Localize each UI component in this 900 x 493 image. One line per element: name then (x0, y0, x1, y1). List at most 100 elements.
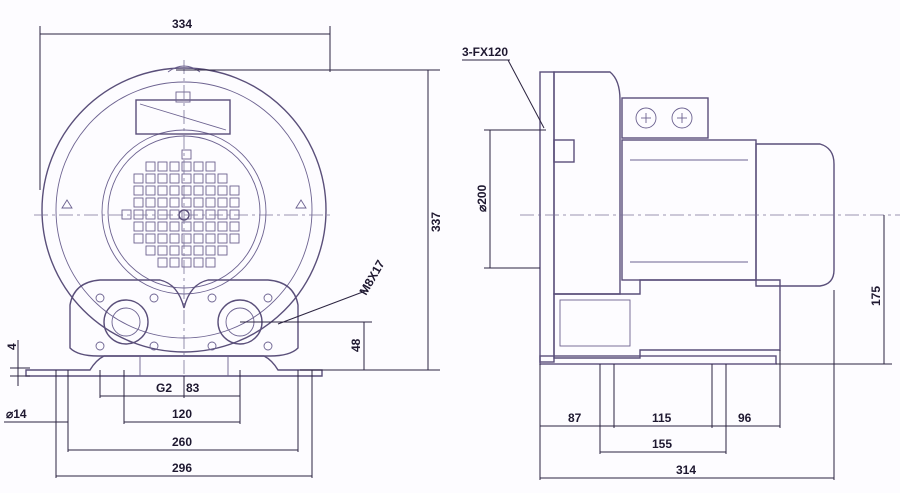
grille-slot (181, 185, 192, 196)
grille-slot (157, 209, 168, 220)
terminal-screw (175, 91, 191, 103)
grille-slot (133, 233, 144, 244)
grille-slot (217, 185, 228, 196)
dim-side-right: 96 (738, 411, 752, 425)
grille-slot (157, 257, 168, 268)
grille-slot (181, 257, 192, 268)
grille-slot (217, 173, 228, 184)
grille-slot (205, 221, 216, 232)
dim-side-span: 155 (652, 437, 672, 451)
side-motor-body (621, 139, 757, 281)
dim-center-height: 175 (869, 286, 883, 306)
grille-slot (169, 161, 180, 172)
grille-slot (217, 197, 228, 208)
grille-slot (193, 257, 204, 268)
grille-slot (205, 173, 216, 184)
dim-front-width: 334 (172, 17, 192, 31)
side-flange (539, 71, 555, 363)
grille-slot (145, 197, 156, 208)
dim-side-offset: 87 (568, 411, 582, 425)
grille-slot (169, 221, 180, 232)
grille-slot (169, 197, 180, 208)
dim-thread: G2 (156, 381, 172, 395)
grille-slot (193, 185, 204, 196)
side-base-plate (539, 355, 777, 365)
grille-slot (157, 161, 168, 172)
side-flange-boss (553, 139, 575, 163)
side-dimensions: 3-FX120 ⌀200 175 87 115 96 155 314 (462, 45, 892, 480)
grille-slot (169, 257, 180, 268)
front-view (25, 60, 334, 392)
side-housing (553, 71, 621, 295)
dim-hole-dia: ⌀14 (6, 407, 27, 421)
side-fan-cover (755, 143, 835, 287)
grille-slot (205, 245, 216, 256)
terminal-box-slash (139, 103, 227, 131)
grille-slot (229, 233, 240, 244)
dim-front-height: 337 (429, 212, 443, 232)
grille-slot (145, 221, 156, 232)
grille-slot (181, 245, 192, 256)
grille-slot (157, 245, 168, 256)
grille-slot (217, 221, 228, 232)
grille-slot (169, 245, 180, 256)
port-bolts (95, 293, 273, 351)
grille-slot (229, 185, 240, 196)
grille-slot (229, 197, 240, 208)
grille-slot (145, 173, 156, 184)
inlet-port (103, 299, 149, 345)
port-body (69, 279, 299, 357)
grille-slot (181, 161, 192, 172)
terminal-box-front (135, 99, 231, 135)
grille-slot (133, 209, 144, 220)
grille-slot (181, 221, 192, 232)
dim-plate-thick: 4 (5, 343, 19, 350)
grille-slot (157, 233, 168, 244)
terminal-screw-2 (671, 107, 693, 129)
grille-slot (193, 173, 204, 184)
side-port-recess (559, 299, 631, 347)
cooling-grille (121, 149, 240, 268)
grille-slot (181, 173, 192, 184)
grille-slot (193, 221, 204, 232)
inlet-port-bore (111, 307, 141, 337)
grille-slot (121, 209, 132, 220)
terminal-screw-1 (635, 107, 657, 129)
grille-slot (169, 209, 180, 220)
grille-slot (217, 209, 228, 220)
grille-slot (169, 233, 180, 244)
grille-slot (157, 197, 168, 208)
dim-fitting-size: M8X17 (356, 257, 387, 297)
grille-slot (133, 185, 144, 196)
grille-slot (169, 185, 180, 196)
grille-slot (157, 185, 168, 196)
grille-slot (133, 197, 144, 208)
grille-slot (193, 209, 204, 220)
grille-slot (181, 197, 192, 208)
dim-flange-dia: ⌀200 (475, 184, 489, 212)
grille-slot (229, 221, 240, 232)
grille-slot (169, 173, 180, 184)
dim-port-spacing: 83 (186, 381, 200, 395)
base-plate (25, 355, 323, 377)
grille-slot (205, 185, 216, 196)
grille-slot (145, 161, 156, 172)
grille-slot (145, 209, 156, 220)
grille-slot (193, 161, 204, 172)
dim-m8-leader (277, 289, 369, 325)
grille-slot (181, 233, 192, 244)
dim-base-inner: 120 (172, 407, 192, 421)
grille-slot (205, 161, 216, 172)
front-dimensions: 334 337 M8X17 48 4 G2 83 120 (4, 17, 443, 478)
grille-slot (205, 197, 216, 208)
grille-slot (217, 245, 228, 256)
dim-pipe-fitting: 3-FX120 (462, 45, 508, 59)
grille-slot (193, 233, 204, 244)
grille-slot (157, 173, 168, 184)
side-terminal-box (621, 97, 709, 139)
grille-slot (205, 209, 216, 220)
grille-slot (133, 173, 144, 184)
left-drain-mark (61, 199, 73, 209)
dim-side-mid: 115 (652, 411, 672, 425)
